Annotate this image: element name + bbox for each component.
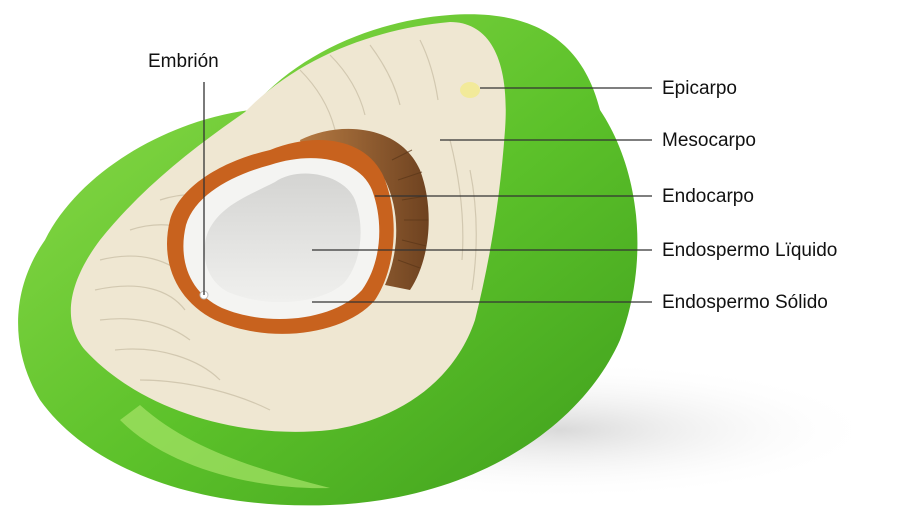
label-embrion: Embrión [148, 52, 219, 71]
label-endospermo-liquido: Endospermo Lïquido [662, 241, 837, 260]
label-endocarpo: Endocarpo [662, 187, 754, 206]
label-epicarpo: Epicarpo [662, 79, 737, 98]
epicarp-spot [460, 82, 480, 98]
label-mesocarpo: Mesocarpo [662, 131, 756, 150]
label-endospermo-solido: Endospermo Sólido [662, 293, 828, 312]
